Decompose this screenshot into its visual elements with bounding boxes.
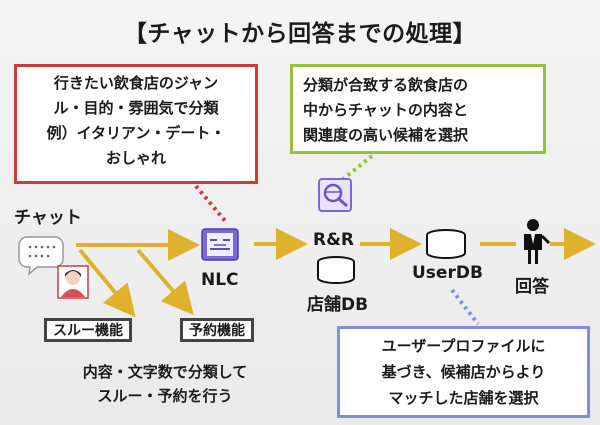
- callout-line: 行きたい飲食店のジャン: [53, 74, 219, 92]
- answer-person-icon: [524, 219, 551, 264]
- branch-description-line: スルー・予約を行う: [97, 387, 233, 405]
- answer-label: 回答: [515, 277, 549, 297]
- red-callout-connector: [194, 184, 228, 224]
- callout-line: マッチした店舗を選択: [388, 389, 539, 407]
- store-db-cylinder-icon: [317, 256, 355, 284]
- arrow-to-through: [78, 248, 136, 318]
- branch-description-line: 内容・文字数で分類して: [82, 363, 248, 381]
- callout-line: 基づき、候補店からより: [381, 363, 546, 381]
- through-function-label: スルー機能: [53, 323, 123, 339]
- nlc-label: NLC: [201, 270, 239, 290]
- callout-line: 分類が合致する飲食店の: [303, 76, 469, 94]
- rr-search-icon: [318, 178, 352, 212]
- profile-matching-callout: ユーザープロファイルに 基づき、候補店からより マッチした店舗を選択: [337, 326, 590, 418]
- reserve-function-label: 予約機能: [189, 323, 245, 339]
- callout-line: 中からチャットの内容と: [303, 101, 468, 119]
- store-db-label: 店舗DB: [307, 295, 369, 315]
- rr-label: R&R: [313, 230, 355, 250]
- nlc-icon: [201, 228, 239, 261]
- diagram-title: 【チャットから回答までの処理】: [123, 21, 477, 47]
- candidate-selection-callout: 分類が合致する飲食店の 中からチャットの内容と 関連度の高い候補を選択: [290, 64, 546, 154]
- blue-callout-connector: [450, 288, 480, 326]
- chat-bubble-icon: [18, 236, 64, 276]
- user-db-label: UserDB: [412, 263, 483, 283]
- reserve-function-box: 予約機能: [180, 318, 254, 342]
- user-db-cylinder-icon: [426, 229, 466, 259]
- callout-line: ル・目的・雰囲気で分類: [53, 99, 219, 117]
- callout-line: 例）イタリアン・デート・: [46, 124, 226, 142]
- through-function-box: スルー機能: [44, 318, 132, 342]
- chat-label: チャット: [14, 208, 82, 228]
- callout-line: おしゃれ: [105, 149, 166, 167]
- arrow-to-reserve: [136, 248, 194, 316]
- user-avatar-icon: [57, 265, 89, 299]
- callout-line: 関連度の高い候補を選択: [303, 126, 469, 144]
- branch-description: 内容・文字数で分類して スルー・予約を行う: [40, 360, 290, 408]
- green-callout-connector: [340, 154, 374, 182]
- genre-classification-callout: 行きたい飲食店のジャン ル・目的・雰囲気で分類 例）イタリアン・デート・ おしゃ…: [14, 64, 258, 184]
- callout-line: ユーザープロファイルに: [381, 337, 546, 355]
